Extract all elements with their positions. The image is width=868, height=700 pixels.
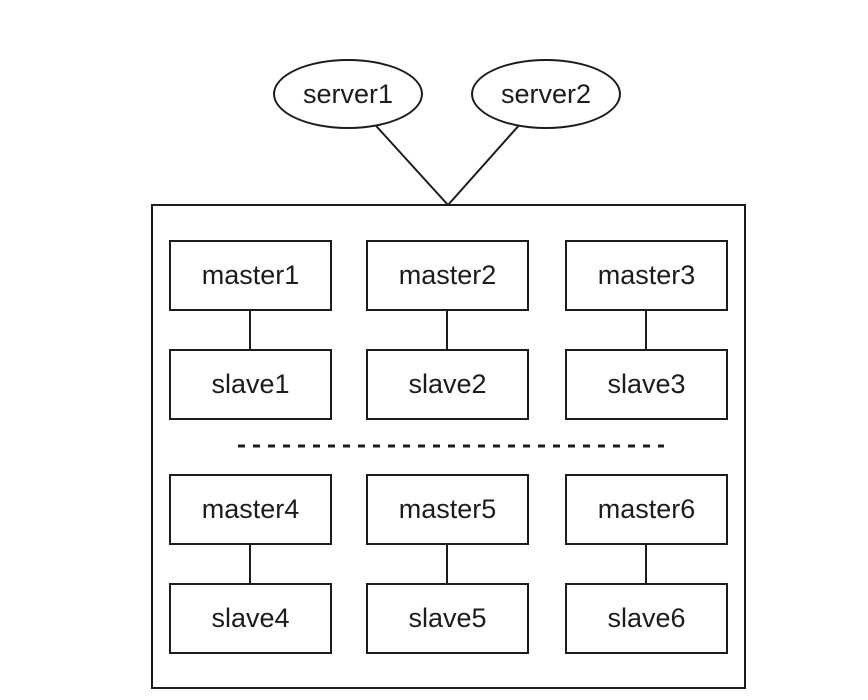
slave-node-6: slave6	[565, 583, 728, 654]
master-node-4-label: master4	[201, 494, 300, 524]
server-node-2-label: server2	[500, 78, 592, 109]
slave-node-4: slave4	[169, 583, 332, 654]
master-node-4: master4	[169, 474, 332, 545]
master-node-1-label: master1	[201, 260, 300, 290]
slave-node-2: slave2	[366, 349, 529, 420]
server-node-2: server2	[471, 59, 621, 129]
slave-node-3-label: slave3	[607, 369, 686, 399]
master-node-3: master3	[565, 240, 728, 311]
server-node-1-label: server1	[302, 78, 394, 109]
master-node-5-label: master5	[398, 494, 497, 524]
master-node-2-label: master2	[398, 260, 497, 290]
master-node-5: master5	[366, 474, 529, 545]
slave-node-3: slave3	[565, 349, 728, 420]
master-node-3-label: master3	[597, 260, 696, 290]
slave-node-4-label: slave4	[211, 603, 290, 633]
server-node-1: server1	[273, 59, 423, 129]
slave-node-1: slave1	[169, 349, 332, 420]
master-node-1: master1	[169, 240, 332, 311]
slave-node-1-label: slave1	[211, 369, 290, 399]
slave-node-5-label: slave5	[408, 603, 487, 633]
cluster-boundary-box	[151, 204, 746, 689]
master-node-2: master2	[366, 240, 529, 311]
slave-node-5: slave5	[366, 583, 529, 654]
master-node-6-label: master6	[597, 494, 696, 524]
slave-node-6-label: slave6	[607, 603, 686, 633]
master-node-6: master6	[565, 474, 728, 545]
slave-node-2-label: slave2	[408, 369, 487, 399]
